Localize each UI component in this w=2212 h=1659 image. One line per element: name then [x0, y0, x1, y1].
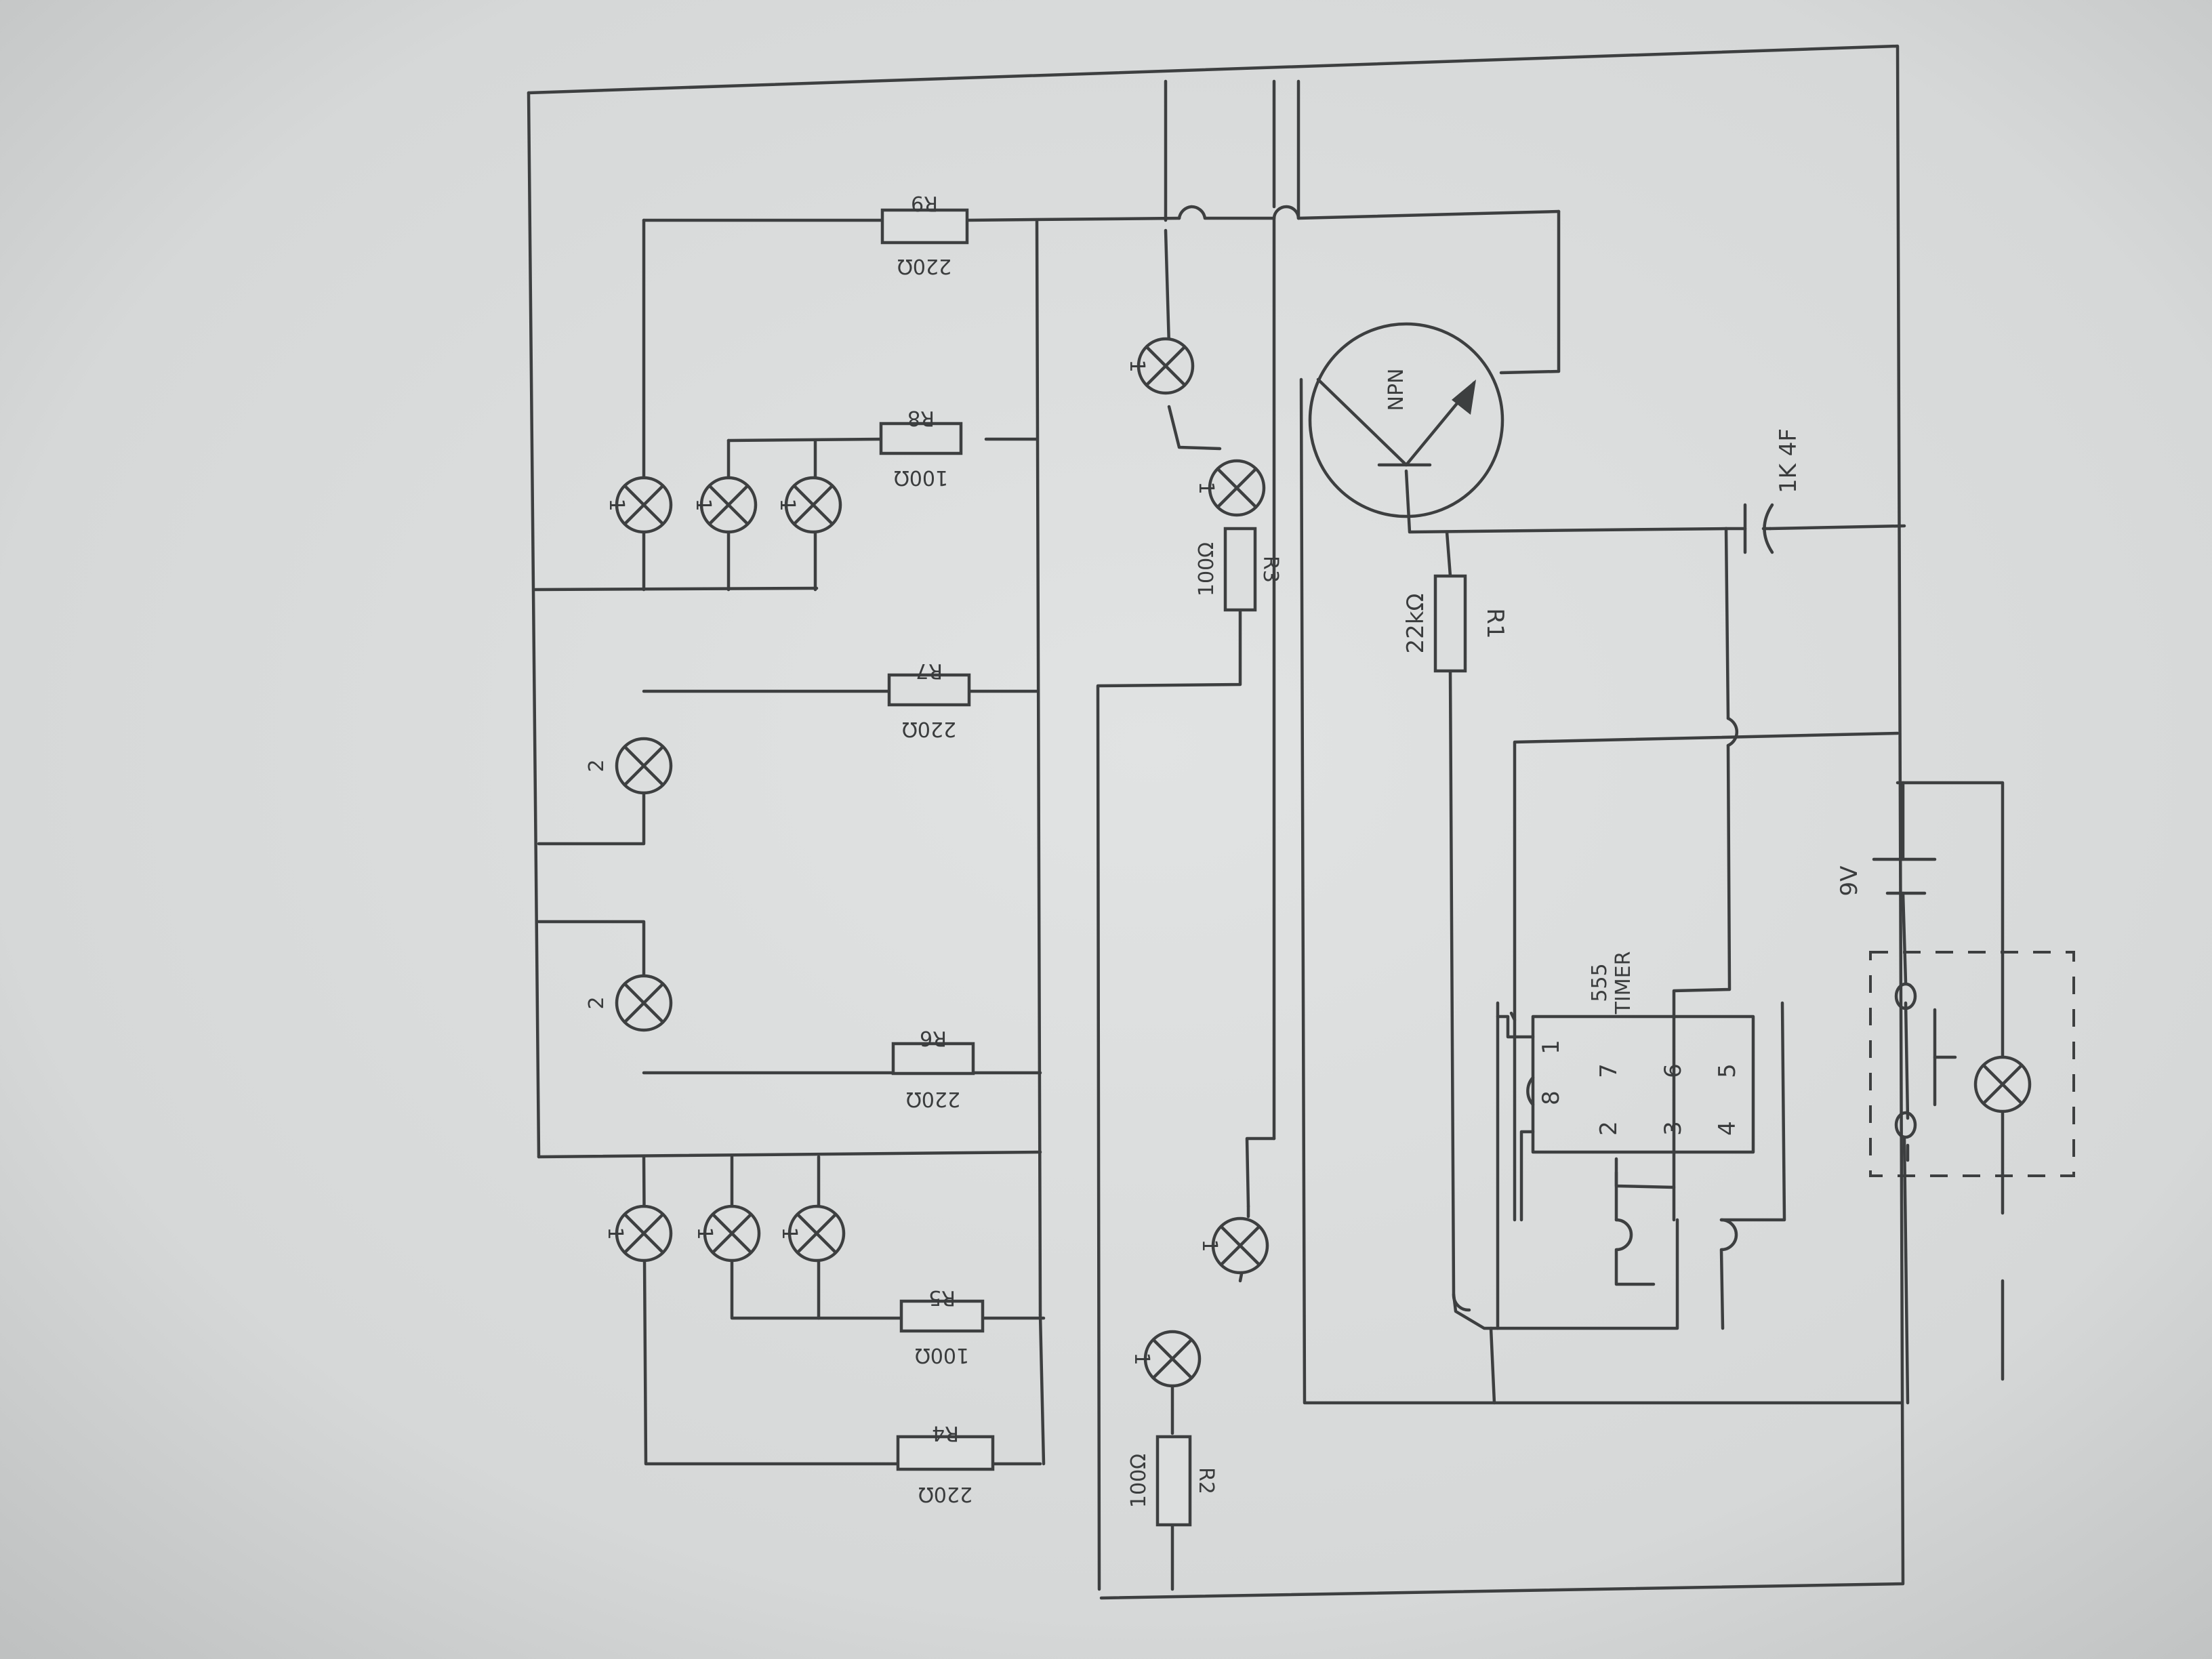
resistor-r9: R9 220Ω	[880, 191, 969, 278]
resistor-r7-value: 220Ω	[902, 717, 956, 741]
transistor-type: NPN	[1385, 369, 1408, 411]
ic-pin-3: 3	[1660, 1121, 1687, 1136]
lamp-battery-branch	[1975, 1057, 2030, 1111]
lamp-2-mark: 1	[691, 498, 715, 511]
ic-555-timer: 555 TIMER 1 8 2 7 3 6 4 5	[1496, 951, 1755, 1222]
ic-name-line1: 555	[1588, 963, 1612, 1002]
resistor-r8-designator: R8	[907, 406, 935, 430]
resistor-r5-designator: R5	[928, 1286, 956, 1309]
resistor-r6: R6 220Ω	[891, 1026, 975, 1111]
resistor-r7-designator: R7	[916, 659, 943, 682]
lamp-8-mark: 1	[1194, 481, 1218, 494]
resistor-r5-value: 100Ω	[915, 1343, 969, 1367]
lamp-group-upper: 1 1 1	[605, 478, 840, 532]
lamp-5-mark: 1	[693, 1227, 716, 1240]
ic-pin-5: 5	[1714, 1063, 1741, 1078]
resistor-r9-designator: R9	[911, 191, 938, 215]
lamp-1-mark: 1	[605, 498, 628, 511]
resistor-r9-value: 220Ω	[897, 254, 951, 278]
resistor-r4-value: 220Ω	[918, 1482, 972, 1506]
resistor-r1-designator: R1	[1481, 608, 1509, 638]
lamp-double-b-mark: 2	[585, 996, 609, 1009]
resistor-r6-value: 220Ω	[906, 1087, 960, 1111]
resistor-r2: 100Ω R2	[1127, 1435, 1218, 1527]
lamp-7-mark: 1	[1125, 359, 1149, 372]
resistor-r4-designator: R4	[932, 1421, 959, 1445]
resistor-r2-value: 100Ω	[1127, 1454, 1151, 1508]
ic-pin-6: 6	[1660, 1063, 1687, 1078]
ic-pin-1: 1	[1538, 1040, 1565, 1054]
lamp-6-mark: 1	[777, 1227, 801, 1240]
lamp-9-mark: 1	[1197, 1239, 1221, 1252]
ic-pin-8: 8	[1538, 1090, 1565, 1105]
push-switch-box	[1869, 951, 2075, 1177]
lamp-double-a: 2	[585, 739, 671, 793]
resistor-r5: R5 100Ω	[899, 1286, 985, 1367]
resistor-r3-designator: R3	[1258, 556, 1282, 583]
resistor-r8-value: 100Ω	[894, 466, 948, 489]
resistor-r7: R7 220Ω	[887, 659, 971, 741]
resistor-r6-designator: R6	[920, 1026, 947, 1050]
battery-value: 9V	[1836, 866, 1863, 897]
lamp-10-mark: 1	[1130, 1352, 1153, 1365]
capacitor-value: 1K 4F	[1775, 428, 1802, 493]
resistor-r4: R4 220Ω	[896, 1421, 995, 1506]
lamp-double-a-mark: 2	[585, 759, 609, 772]
capacitor: 1K 4F	[1724, 428, 1802, 554]
ic-name-line2: TIMER	[1612, 951, 1635, 1015]
ic-pin-4: 4	[1714, 1121, 1741, 1136]
wiring	[527, 44, 2005, 1600]
lamp-4-mark: 1	[603, 1227, 627, 1240]
lamp-chain-lower: 1 1	[1130, 1218, 1267, 1386]
npn-transistor: NPN	[1308, 322, 1504, 518]
lamp-group-lower: 1 1 1	[603, 1206, 844, 1261]
battery: 9V	[1836, 857, 1937, 897]
lamp-double-b: 2	[585, 976, 671, 1030]
lamp-3-mark: 1	[775, 498, 799, 511]
resistor-r3-value: 100Ω	[1195, 542, 1218, 596]
ic-pin-2: 2	[1595, 1121, 1622, 1136]
lamp-chain-upper: 1 1	[1125, 339, 1264, 515]
ic-pin-7: 7	[1595, 1063, 1622, 1078]
resistor-r8: R8 100Ω	[879, 406, 963, 489]
resistor-r1: 22kΩ R1	[1402, 574, 1509, 673]
resistor-r3: 100Ω R3	[1195, 527, 1282, 612]
resistor-r2-designator: R2	[1194, 1467, 1218, 1494]
resistor-r1-value: 22kΩ	[1402, 594, 1429, 654]
